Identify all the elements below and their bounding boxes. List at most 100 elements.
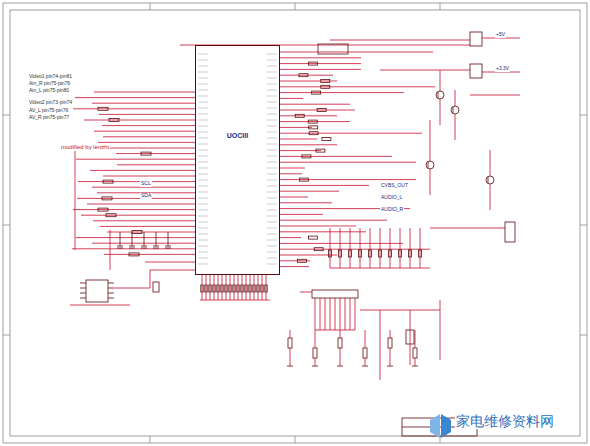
- wire: [330, 298, 331, 330]
- wire: [114, 288, 150, 289]
- wire: [168, 232, 169, 246]
- wire: [365, 330, 366, 348]
- wire: [73, 209, 195, 210]
- capacitor-symbol: [363, 348, 367, 358]
- wire: [280, 81, 337, 82]
- wire: [280, 214, 323, 215]
- wire: [355, 298, 356, 330]
- wire: [280, 266, 309, 267]
- wire: [440, 99, 441, 125]
- wire: [340, 228, 341, 268]
- wire: [420, 228, 421, 268]
- wire: [360, 228, 361, 268]
- wire: [200, 300, 270, 301]
- wire: [280, 69, 361, 70]
- wire: [315, 330, 355, 331]
- resistor-symbol: [308, 120, 317, 123]
- wire: [222, 275, 223, 300]
- wire: [80, 283, 86, 284]
- crystal-symbol: [153, 282, 159, 292]
- wire: [290, 330, 291, 338]
- wire: [340, 298, 341, 330]
- wire: [315, 330, 316, 348]
- wire: [230, 275, 231, 300]
- wire: [280, 185, 369, 186]
- wire: [73, 108, 195, 109]
- wire: [280, 162, 416, 163]
- wire: [430, 120, 431, 161]
- capacitor-symbol: [349, 250, 352, 257]
- wire: [129, 246, 135, 247]
- resistor-symbol: [297, 259, 306, 262]
- wire: [350, 298, 351, 330]
- resistor-symbol: [103, 180, 113, 183]
- wire: [280, 168, 305, 169]
- wire: [280, 104, 350, 105]
- wire: [280, 220, 387, 221]
- wire: [280, 92, 404, 93]
- wire: [340, 348, 341, 366]
- wire: [262, 275, 263, 300]
- wire: [320, 298, 321, 330]
- wire: [280, 249, 430, 250]
- pin-note: Ain_L pin75-pin80: [28, 88, 70, 94]
- capacitor-symbol: [201, 285, 203, 292]
- wire: [345, 298, 346, 330]
- wire: [80, 298, 86, 299]
- transistor-symbol: [451, 106, 459, 114]
- wire: [280, 86, 435, 87]
- wire: [116, 153, 195, 154]
- wire: [280, 127, 312, 128]
- transistor-symbol: [486, 176, 494, 184]
- wire: [92, 103, 195, 104]
- ic-chip: UOCIII: [195, 45, 280, 275]
- resistor-symbol: [309, 126, 318, 129]
- wire: [280, 98, 303, 99]
- wire: [440, 70, 441, 91]
- wire: [132, 232, 133, 246]
- wire: [98, 142, 195, 143]
- wire: [325, 298, 326, 330]
- wire: [238, 275, 239, 300]
- resistor-symbol: [302, 155, 311, 158]
- signal-name: +5V: [495, 32, 506, 38]
- capacitor-symbol: [241, 285, 243, 292]
- wire: [315, 298, 316, 330]
- resistor-symbol: [106, 214, 116, 217]
- capacitor-symbol: [399, 250, 402, 257]
- capacitor-symbol: [379, 250, 382, 257]
- capacitor-symbol: [217, 285, 219, 292]
- watermark: 家电维修资料网: [455, 414, 555, 429]
- resistor-symbol: [316, 149, 325, 152]
- wire: [218, 275, 219, 300]
- capacitor-symbol: [229, 285, 231, 292]
- resistor-symbol: [309, 132, 318, 135]
- wire: [250, 275, 251, 300]
- wire: [165, 246, 171, 247]
- inner-frame: [10, 10, 580, 436]
- capacitor-symbol: [338, 338, 342, 348]
- wire: [280, 173, 302, 174]
- wire: [3, 115, 10, 116]
- wire: [280, 133, 422, 134]
- wire: [390, 348, 391, 366]
- pin-note: Ain_R pin75-pin76: [28, 81, 71, 87]
- wire: [453, 107, 454, 113]
- wire: [390, 228, 391, 268]
- wire: [78, 181, 195, 182]
- wire: [488, 177, 489, 183]
- wire: [280, 260, 310, 261]
- wire: [295, 3, 296, 10]
- resistor-symbol: [312, 91, 321, 94]
- wire: [415, 358, 416, 366]
- capacitor-symbol: [288, 338, 292, 348]
- capacitor-symbol: [205, 285, 207, 292]
- wire: [141, 246, 147, 247]
- wire: [280, 75, 333, 76]
- wire: [415, 330, 416, 348]
- resistor-symbol: [295, 114, 304, 117]
- signal-name: SDA: [140, 193, 152, 199]
- watermark-icon: [430, 414, 451, 438]
- pin-ticks: [196, 46, 279, 274]
- wire: [103, 136, 195, 137]
